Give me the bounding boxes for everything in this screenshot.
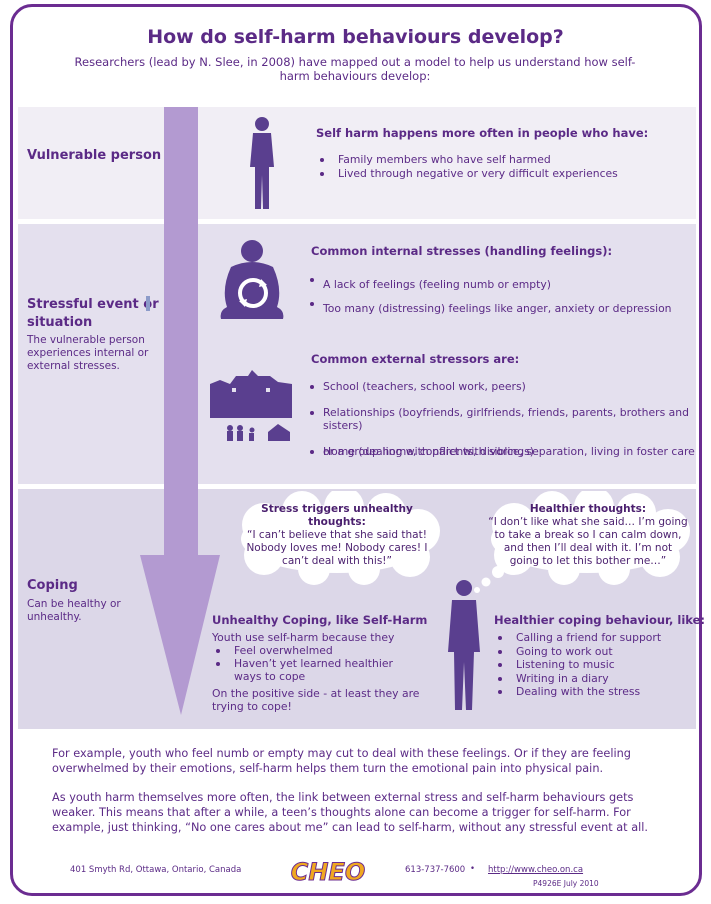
list-item: Lived through negative or very difficult… [316,167,618,181]
footer-phone: 613-737-7600 [405,865,466,875]
person-figure-icon [250,117,274,209]
text-cursor-mark [146,296,150,311]
unhealthy-note: On the positive side - at least they are… [212,687,420,713]
footer-code: P4926E July 2010 [533,879,599,888]
healthy-heading: Healthier coping behaviour, like: [494,613,706,627]
example-paragraph: For example, youth who feel numb or empt… [52,747,631,775]
cloud-healthy-quote: “I don’t like what she said… I’m going t… [488,516,688,567]
list-item: Feel overwhelmed [212,644,412,657]
thought-bubbles-icon [474,566,504,593]
unhealthy-list: Feel overwhelmed Haven’t yet learned hea… [212,644,412,683]
page-title: How do self-harm behaviours develop? [147,26,564,48]
list-item: Home (dealing with parents, divorce, sep… [309,445,711,458]
seated-person-icon [220,240,284,319]
stage-desc-stressful: The vulnerable person experiences intern… [27,334,149,372]
external-item-continuation: or a group home, conflict with siblings) [323,445,534,458]
stage-label-vulnerable: Vulnerable person [27,148,162,163]
cloud-unhealthy-text: Stress triggers unhealthy thoughts: “I c… [244,503,430,568]
footer-url-wrap: http://www.cheo.on.ca [488,865,583,875]
list-item: Haven’t yet learned healthier ways to co… [212,657,412,683]
list-item: Going to work out [494,645,661,659]
trigger-paragraph: As youth harm themselves more often, the… [52,791,648,834]
school-building-icon [210,370,292,441]
list-item: Dealing with the stress [494,685,661,699]
healthy-list: Calling a friend for support Going to wo… [494,631,661,699]
cloud-unhealthy-title: Stress triggers unhealthy thoughts: [261,503,413,528]
cloud-healthy-title: Healthier thoughts: [529,503,647,515]
list-item: School (teachers, school work, peers) [309,380,711,393]
panel-stressful [18,224,696,484]
website-link[interactable]: http://www.cheo.on.ca [488,865,584,875]
stage-label-stressful-2: situation [27,315,93,330]
cheo-logo-icon: CHEO [290,858,366,887]
list-item: Family members who have self harmed [316,153,618,167]
list-item: Writing in a diary [494,672,661,686]
cloud-unhealthy-quote: “I can’t believe that she said that! Nob… [246,529,428,567]
cloud-healthy-text: Healthier thoughts: “I don’t like what s… [488,503,688,568]
panel-vulnerable [18,107,696,219]
list-item: Calling a friend for support [494,631,661,645]
footer-address: 401 Smyth Rd, Ottawa, Ontario, Canada [70,865,242,875]
list-item: Relationships (boyfriends, girlfriends, … [309,406,711,432]
internal-list: A lack of feelings (feeling numb or empt… [309,273,672,321]
vulnerable-list: Family members who have self harmed Live… [316,153,618,181]
footer-separator: • [470,864,476,874]
unhealthy-heading: Unhealthy Coping, like Self-Harm [212,613,428,627]
external-list: School (teachers, school work, peers) Re… [309,380,711,458]
list-item: Too many (distressing) feelings like ang… [309,297,672,321]
thought-cloud-healthy [491,491,690,585]
external-heading: Common external stressors are: [311,352,520,366]
standing-person-icon [448,580,480,710]
list-item: Listening to music [494,658,661,672]
thought-cloud-unhealthy [241,491,440,585]
stage-label-coping: Coping [27,578,78,593]
page-subtitle: Researchers (lead by N. Slee, in 2008) h… [74,55,636,83]
unhealthy-intro: Youth use self-harm because they [212,631,395,644]
list-item: A lack of feelings (feeling numb or empt… [309,273,672,297]
vulnerable-heading: Self harm happens more often in people w… [316,126,649,140]
stage-label-stressful-1: Stressful event or [27,297,159,312]
internal-heading: Common internal stresses (handling feeli… [311,244,613,258]
stage-desc-coping: Can be healthy or unhealthy. [27,598,121,623]
cheo-logo-text: CHEO [291,858,366,886]
down-arrow-icon [140,107,220,715]
